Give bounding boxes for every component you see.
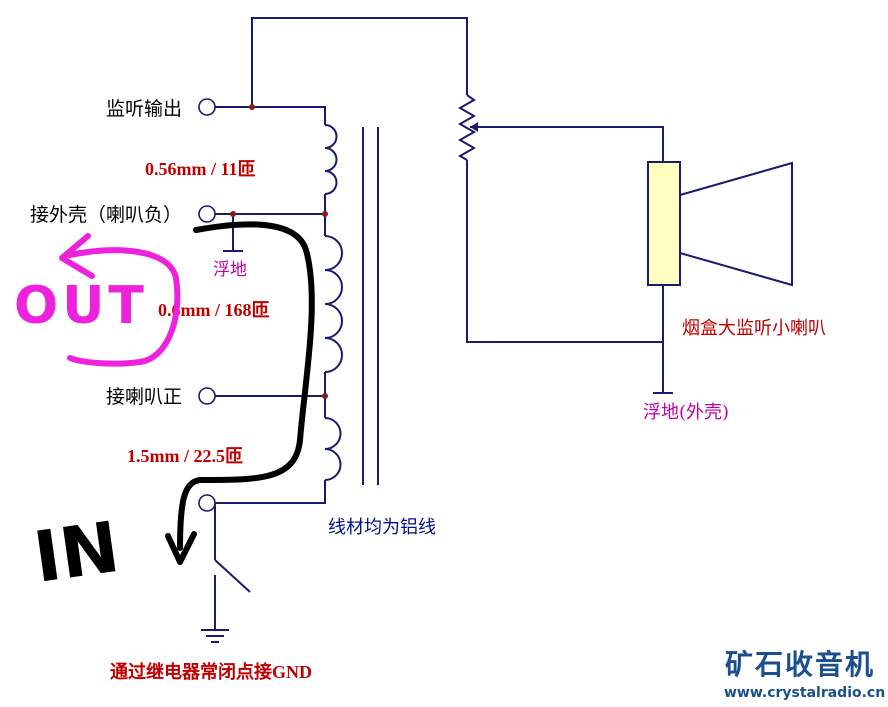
out-loop-stroke — [67, 247, 181, 367]
label-speaker: 烟盒大监听小喇叭 — [682, 318, 826, 339]
terminal-monitor-output — [198, 98, 216, 116]
potentiometer-resistor — [457, 94, 477, 161]
in-arrow-icon — [165, 531, 197, 565]
wire-bottom-terminal — [215, 480, 326, 504]
wires — [201, 17, 673, 643]
wire-monitor-output — [215, 106, 326, 125]
in-loop-stroke — [177, 221, 315, 551]
label-relay-note: 通过继电器常闭点接GND — [110, 661, 312, 682]
speaker-body — [647, 161, 681, 286]
label-winding-bottom: 1.5mm / 22.5匝 — [127, 446, 243, 466]
label-floating-ground-case: 浮地(外壳) — [643, 402, 729, 423]
labels: 监听输出 接外壳（喇叭负） 接喇叭正 0.56mm / 11匝 0.6mm / … — [30, 98, 826, 682]
label-winding-middle: 0.6mm / 168匝 — [158, 300, 270, 320]
brand-watermark: 矿石收音机 www.crystalradio.cn — [724, 648, 885, 701]
junction-dot — [249, 104, 255, 110]
speaker — [647, 161, 793, 287]
junction-dot — [322, 393, 328, 399]
terminal-case — [198, 205, 216, 223]
handwritten-out: OUT — [14, 276, 148, 336]
out-arrow-icon — [59, 233, 95, 279]
label-case-terminal: 接外壳（喇叭负） — [30, 204, 182, 226]
handwritten-in: IN — [29, 506, 124, 599]
junction-dot — [322, 211, 328, 217]
brand-name: 矿石收音机 — [725, 648, 875, 681]
potentiometer — [457, 94, 481, 161]
coil-middle — [324, 235, 343, 373]
relay-contact — [214, 559, 251, 593]
transformer-coils — [324, 124, 379, 485]
junction-dot — [230, 211, 236, 217]
speaker-cone-icon — [679, 161, 793, 287]
terminal-bottom — [198, 494, 216, 512]
terminals — [198, 98, 216, 512]
wire-top-loop — [251, 17, 468, 107]
wiper-arrow-icon — [470, 122, 478, 132]
brand-url: www.crystalradio.cn — [724, 685, 885, 701]
label-monitor-output: 监听输出 — [106, 98, 182, 120]
label-speaker-positive: 接喇叭正 — [106, 386, 182, 408]
label-wire-material: 线材均为铝线 — [328, 517, 436, 538]
coil-top — [324, 124, 338, 195]
terminal-speaker-positive — [198, 387, 216, 405]
label-winding-top: 0.56mm / 11匝 — [145, 159, 256, 179]
wire-pot-wiper — [470, 126, 664, 162]
handwritten-annotations: OUT IN — [14, 221, 315, 599]
coil-bottom — [324, 417, 342, 481]
label-floating-ground: 浮地 — [213, 260, 247, 280]
junction-dots — [230, 104, 328, 399]
wire-pot-bottom — [466, 160, 663, 343]
